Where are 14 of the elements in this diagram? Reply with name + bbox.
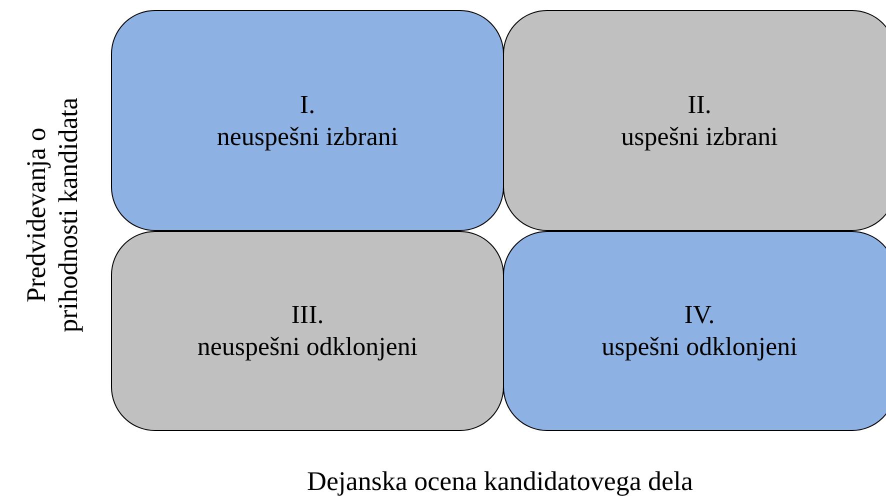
quadrant-label: neuspešni odklonjeni bbox=[197, 331, 418, 363]
quadrant-box bbox=[503, 10, 886, 231]
quadrant-number: II. bbox=[688, 88, 712, 120]
quadrant-label: neuspešni izbrani bbox=[216, 120, 398, 152]
quadrant-number: III. bbox=[291, 299, 324, 331]
quadrant-label: uspešni odklonjeni bbox=[602, 331, 798, 363]
axis-label: Dejanska ocena kandidatovega dela bbox=[306, 466, 694, 497]
quadrant-box bbox=[111, 10, 504, 231]
quadrant-number: IV. bbox=[684, 299, 715, 331]
quadrant-box bbox=[111, 231, 504, 431]
axis-label: Predvidevanja o prihodnosti kandidata bbox=[20, 96, 84, 334]
quadrant-label: uspešni izbrani bbox=[621, 120, 778, 152]
quadrant-number: I. bbox=[300, 88, 316, 120]
quadrant-box bbox=[503, 231, 886, 431]
